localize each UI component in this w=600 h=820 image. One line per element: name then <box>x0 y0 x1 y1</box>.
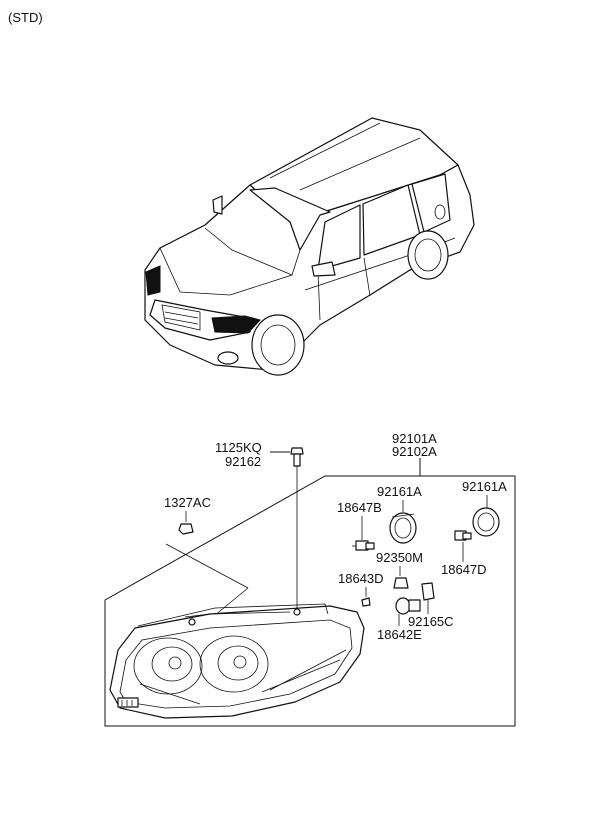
part-label-18643d: 18643D <box>338 571 384 586</box>
headlamp-assembly <box>109 603 365 719</box>
bulb-e <box>395 597 421 626</box>
part-label-92102a: 92102A <box>392 444 437 459</box>
bolt-part <box>270 447 304 612</box>
part-label-18647b: 18647B <box>337 500 382 515</box>
part-label-18642e: 18642E <box>377 627 422 642</box>
vehicle-illustration <box>144 117 475 376</box>
bulb-holder-d <box>454 530 472 562</box>
part-label-92161a-right: 92161A <box>462 479 507 494</box>
part-label-92350m: 92350M <box>376 550 423 565</box>
part-label-92101a: 92101A <box>392 431 437 446</box>
socket-ring-left <box>389 500 417 544</box>
assembly-outline <box>104 475 516 727</box>
part-label-92165c: 92165C <box>408 614 454 629</box>
bulb-holder-b <box>352 516 375 551</box>
variant-label: (STD) <box>8 10 43 25</box>
socket-c <box>421 582 435 614</box>
nut-part <box>165 511 249 617</box>
part-label-18647d: 18647D <box>441 562 487 577</box>
part-label-1125kq: 1125KQ <box>215 440 262 455</box>
part-label-92161a-left: 92161A <box>377 484 422 499</box>
part-label-1327ac: 1327AC <box>164 495 211 510</box>
bulb-socket-m <box>393 566 409 589</box>
bulb-d <box>361 587 371 607</box>
socket-ring-right <box>472 495 500 537</box>
part-label-92162: 92162 <box>225 454 261 469</box>
